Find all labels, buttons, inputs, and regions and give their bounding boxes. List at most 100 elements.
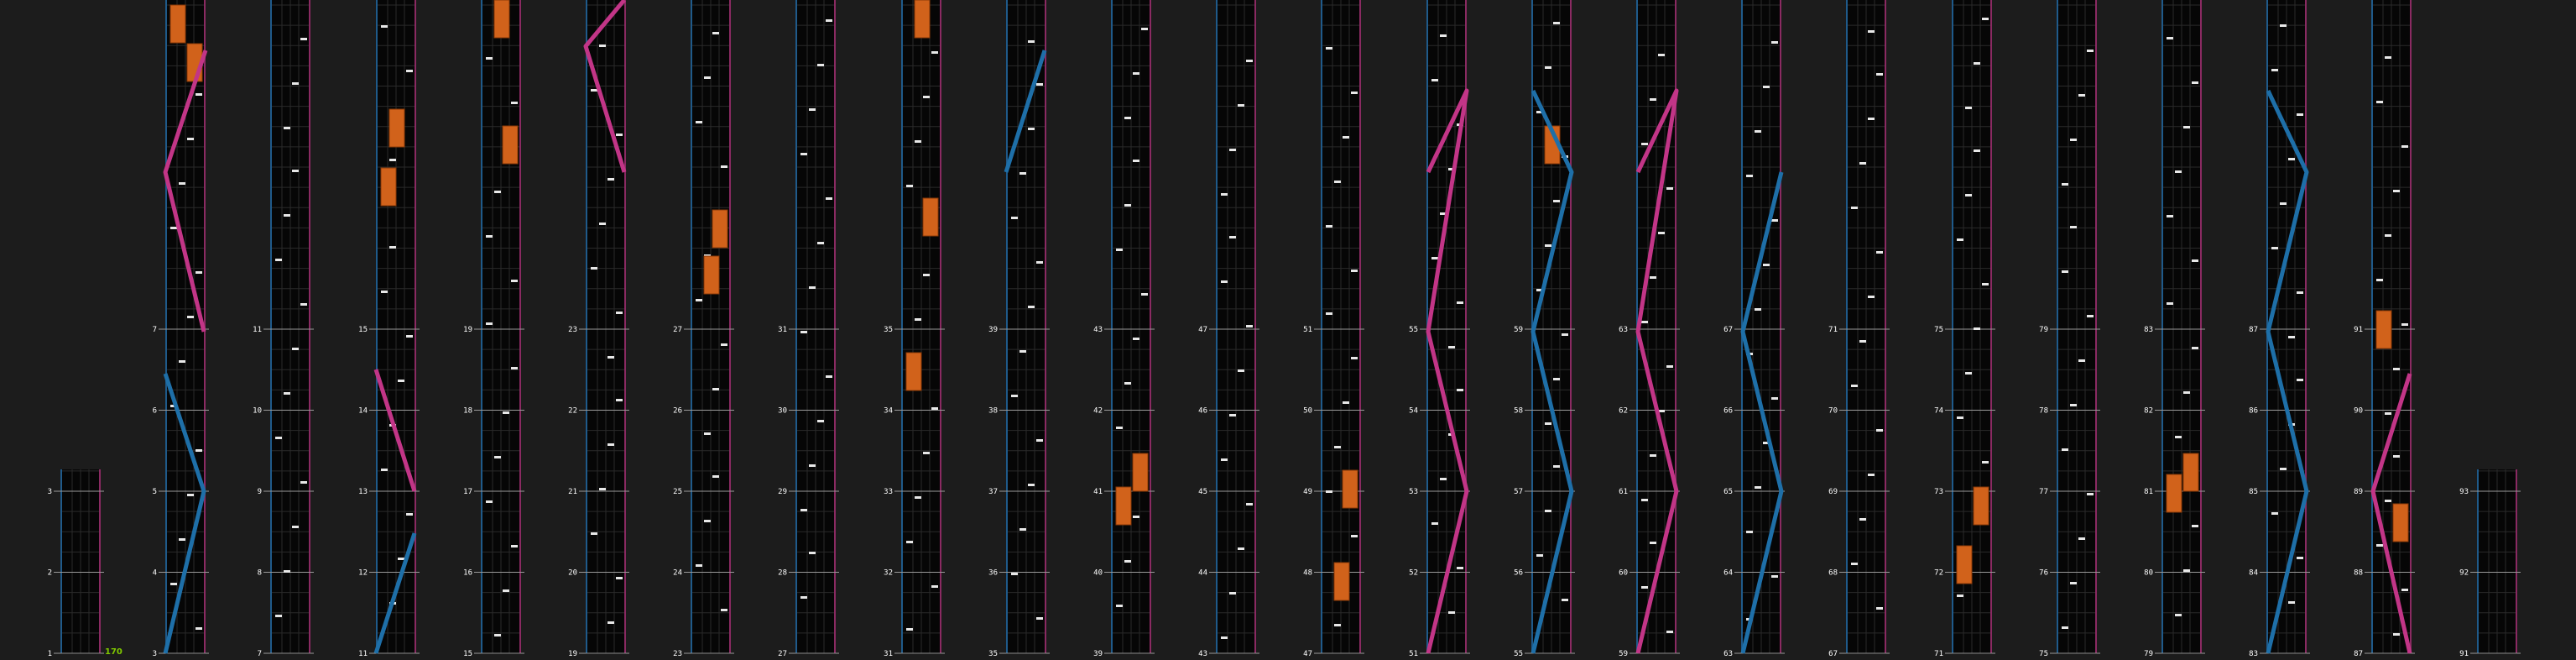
measure-number: 46 <box>1198 407 1207 416</box>
measure-number: 26 <box>673 407 682 416</box>
lane-column <box>999 0 1050 654</box>
fx-hold-note <box>914 0 931 39</box>
measure-number: 38 <box>988 407 998 416</box>
chip-note <box>2078 94 2085 97</box>
lane-column <box>369 0 420 654</box>
chip-note <box>1246 60 1253 62</box>
chip-note <box>1536 554 1543 557</box>
measure-number: 80 <box>2144 569 2153 578</box>
chip-note <box>1957 595 1963 597</box>
measure-number: 44 <box>1198 569 1207 578</box>
chip-note <box>607 621 614 624</box>
chip-note <box>1755 486 1761 489</box>
measure-number: 36 <box>988 569 998 578</box>
lane-column <box>894 0 945 654</box>
measure-number: 90 <box>2354 407 2363 416</box>
chip-note <box>1641 499 1648 501</box>
chip-note <box>1116 605 1123 607</box>
chip-note <box>2192 347 2198 349</box>
chip-note <box>389 246 396 249</box>
measure-number: 10 <box>253 407 262 416</box>
chip-note <box>599 223 606 225</box>
measure-number: 47 <box>1303 650 1312 658</box>
chip-note <box>170 227 177 229</box>
chip-note <box>1246 325 1253 327</box>
chip-note <box>284 392 290 395</box>
chip-note <box>616 399 623 401</box>
chip-note <box>398 380 404 382</box>
chip-note <box>599 45 606 47</box>
fx-hold-note <box>493 0 510 39</box>
chip-note <box>284 127 290 129</box>
chip-note <box>275 259 282 261</box>
chip-note <box>1334 446 1341 448</box>
chip-note <box>275 615 282 617</box>
chip-note <box>696 299 702 301</box>
chip-note <box>2297 379 2303 381</box>
measure-number: 83 <box>2249 650 2258 658</box>
measure-number: 20 <box>568 569 577 578</box>
chip-note <box>1133 516 1139 518</box>
chip-note <box>1851 563 1858 565</box>
chip-note <box>1036 617 1043 620</box>
chip-note <box>616 312 623 314</box>
fx-hold-note <box>905 352 922 391</box>
lane-column <box>1839 0 1890 654</box>
measure-number: 8 <box>258 569 262 578</box>
laser-track <box>163 373 206 654</box>
measure-number: 23 <box>568 326 577 334</box>
chip-note <box>696 564 702 567</box>
chip-note <box>712 388 719 390</box>
measure-number: 91 <box>2459 650 2469 658</box>
chip-note <box>1036 83 1043 86</box>
chip-note <box>712 32 719 34</box>
chip-note <box>817 242 824 244</box>
chip-note <box>179 360 185 363</box>
chip-note <box>179 538 185 541</box>
chip-note <box>1641 143 1648 145</box>
chip-note <box>2393 190 2400 192</box>
fx-hold-note <box>1115 486 1132 526</box>
measure-number: 87 <box>2249 326 2258 334</box>
chip-note <box>1028 484 1035 486</box>
chip-note <box>599 488 606 490</box>
fx-hold-note <box>169 4 186 44</box>
chip-note <box>1974 62 1980 65</box>
measure-number: 66 <box>1723 407 1733 416</box>
chip-note <box>2062 626 2068 629</box>
measure-number: 29 <box>778 488 787 496</box>
measure-number: 41 <box>1093 488 1103 496</box>
chip-note <box>1221 193 1228 196</box>
chip-note <box>1116 249 1123 251</box>
laser-track <box>2370 373 2412 654</box>
chip-note <box>381 469 388 471</box>
chip-note <box>170 583 177 585</box>
chip-note <box>1763 86 1770 88</box>
chip-note <box>1343 136 1349 139</box>
measure-number: 39 <box>988 326 998 334</box>
chip-note <box>1545 66 1551 69</box>
measure-number: 27 <box>673 326 682 334</box>
chip-note <box>2385 234 2391 237</box>
chip-note <box>1246 503 1253 505</box>
chip-note <box>2070 404 2077 406</box>
chip-note <box>1771 575 1778 578</box>
measure-number: 56 <box>1514 569 1523 578</box>
chip-note <box>1326 312 1332 315</box>
chip-note <box>2288 601 2295 604</box>
fx-hold-note <box>712 209 728 249</box>
measure-number: 84 <box>2249 569 2258 578</box>
fx-hold-note <box>380 167 397 207</box>
chip-note <box>170 405 177 407</box>
chip-note <box>826 197 832 200</box>
chip-note <box>2271 69 2278 71</box>
measure-number: 64 <box>1723 569 1733 578</box>
chip-note <box>1326 490 1332 493</box>
chip-note <box>826 19 832 22</box>
measure-number: 52 <box>1409 569 1418 578</box>
chip-note <box>2192 525 2198 527</box>
measure-number: 54 <box>1409 407 1418 416</box>
chip-note <box>2183 126 2190 128</box>
chip-note <box>381 291 388 293</box>
